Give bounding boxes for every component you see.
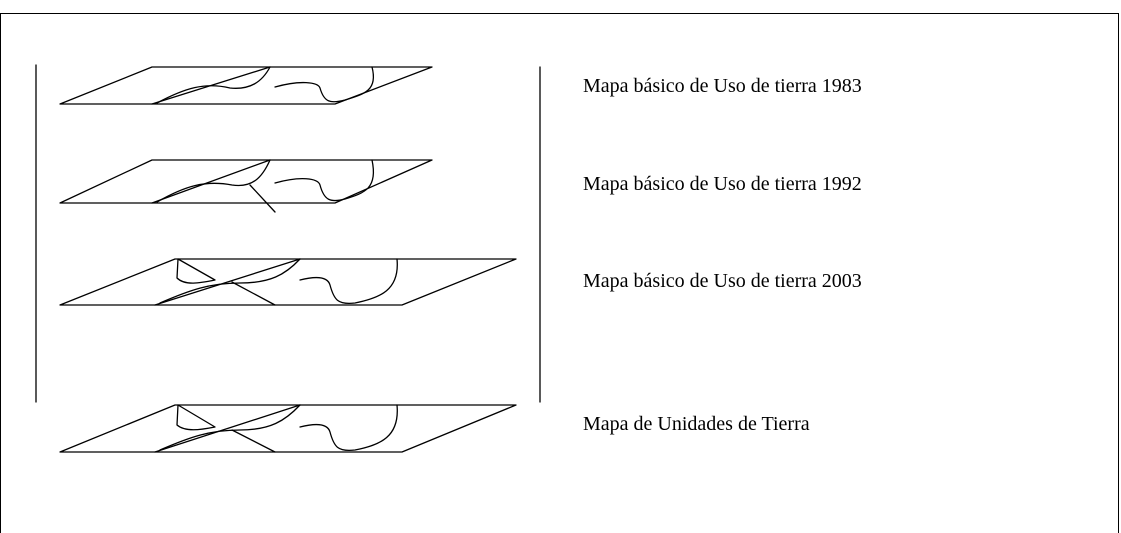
layer-label-unidades: Mapa de Unidades de Tierra bbox=[583, 413, 810, 435]
layer-label-1983: Mapa básico de Uso de tierra 1983 bbox=[583, 75, 862, 97]
layer-2003-plane bbox=[59, 258, 517, 306]
layer-unidades-plane bbox=[59, 404, 517, 453]
layer-1983-plane bbox=[59, 66, 433, 105]
layer-1992-plane bbox=[59, 159, 433, 213]
layer-label-1992: Mapa básico de Uso de tierra 1992 bbox=[583, 173, 862, 195]
diagram-frame bbox=[0, 13, 1119, 533]
layer-label-2003: Mapa básico de Uso de tierra 2003 bbox=[583, 270, 862, 292]
